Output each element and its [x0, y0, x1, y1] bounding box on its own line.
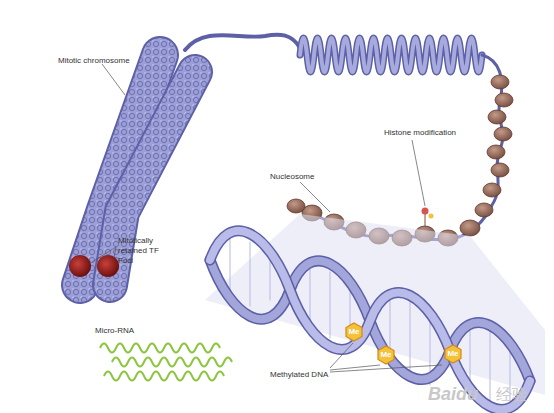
fiber [185, 35, 300, 50]
nucleosome [287, 199, 305, 213]
part-label: Histone modification [384, 128, 474, 138]
watermark: Baidu [428, 384, 498, 404]
histone-tail [425, 214, 426, 226]
nucleosome [495, 93, 513, 107]
leader-line [102, 64, 125, 95]
leader-line [330, 343, 353, 368]
part-label: Nucleosome [270, 172, 340, 182]
nucleosome [494, 127, 512, 141]
micro-rna [100, 344, 232, 381]
dna-strand [210, 231, 530, 410]
leader-lines [92, 64, 442, 372]
leader-line [92, 247, 116, 262]
part-label: Methylated DNA [270, 370, 340, 380]
methyl-hexagon: Me [344, 322, 364, 342]
mitotic-chromosome [69, 55, 195, 285]
nucleosome [491, 75, 509, 89]
leader-line [330, 365, 442, 372]
coiled-fiber [300, 38, 482, 72]
methyl-hexagon: Me [376, 345, 396, 365]
nucleosome [475, 203, 493, 217]
nucleosome [483, 183, 501, 197]
nucleosome [460, 220, 480, 236]
nucleosome [488, 110, 506, 124]
leader-line [412, 140, 425, 206]
part-label: Micro-RNA [95, 326, 155, 336]
rna-strand [112, 358, 232, 367]
coiled-fiber [300, 38, 482, 72]
part-label: Mitotic chromosome [58, 56, 148, 66]
methyl-label: Me [443, 344, 463, 364]
chromatid [110, 72, 195, 285]
histone-mark-dot [422, 208, 429, 215]
leader-line [300, 182, 330, 212]
chromatid-outline [110, 72, 195, 285]
histone-mark-dot [429, 214, 434, 219]
dna-strand [210, 231, 530, 410]
histone-mark [422, 208, 434, 227]
rna-strand [100, 344, 220, 353]
part-label: Mitotically retained TF Foci [118, 236, 170, 266]
nucleosome [487, 145, 505, 159]
watermark: 经验 [496, 386, 546, 404]
dna-double-helix [210, 228, 530, 410]
linker-dna [292, 55, 503, 240]
rna-strand [104, 372, 224, 381]
leader-line [114, 247, 116, 258]
chromatin-fiber [185, 35, 503, 240]
nucleosome [491, 163, 509, 177]
methyl-label: Me [344, 322, 364, 342]
methyl-label: Me [376, 345, 396, 365]
tf-focus [97, 255, 119, 277]
tf-focus [69, 255, 91, 277]
methyl-hexagon: Me [443, 344, 463, 364]
